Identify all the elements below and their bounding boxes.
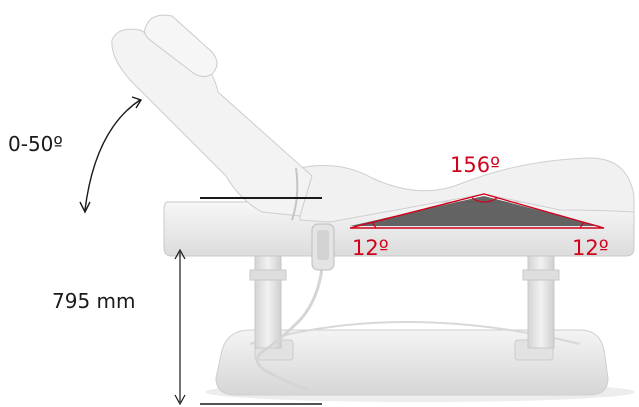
height-arrow-head-top — [174, 248, 186, 260]
backrest-arrow — [84, 99, 141, 211]
base — [215, 329, 609, 396]
leg-right-collar — [522, 269, 560, 281]
mattress — [299, 157, 635, 223]
remote-cable — [255, 267, 324, 392]
angle-triangle — [349, 193, 605, 229]
frame-dark-gap — [350, 196, 600, 226]
right-angle-label: 12º — [572, 236, 609, 260]
leg-right — [527, 247, 555, 349]
angle-mark-right — [579, 221, 585, 229]
backrest-arrow-head-bottom — [79, 201, 91, 214]
height-arrow-head-bottom — [174, 394, 186, 406]
angle-arc-top — [471, 197, 498, 203]
backrest-hinge — [291, 167, 299, 221]
leg-left-collar — [249, 269, 287, 281]
leg-left — [254, 247, 282, 349]
angle-mark-left — [371, 221, 377, 229]
backrest-angle-label: 0-50º — [8, 132, 63, 156]
remote-buttons — [317, 230, 329, 260]
backrest-arrow-head-top — [131, 96, 143, 109]
top-angle-label: 156º — [450, 153, 500, 177]
headrest — [144, 14, 218, 78]
left-angle-label: 12º — [352, 236, 389, 260]
height-label: 795 mm — [52, 289, 136, 313]
